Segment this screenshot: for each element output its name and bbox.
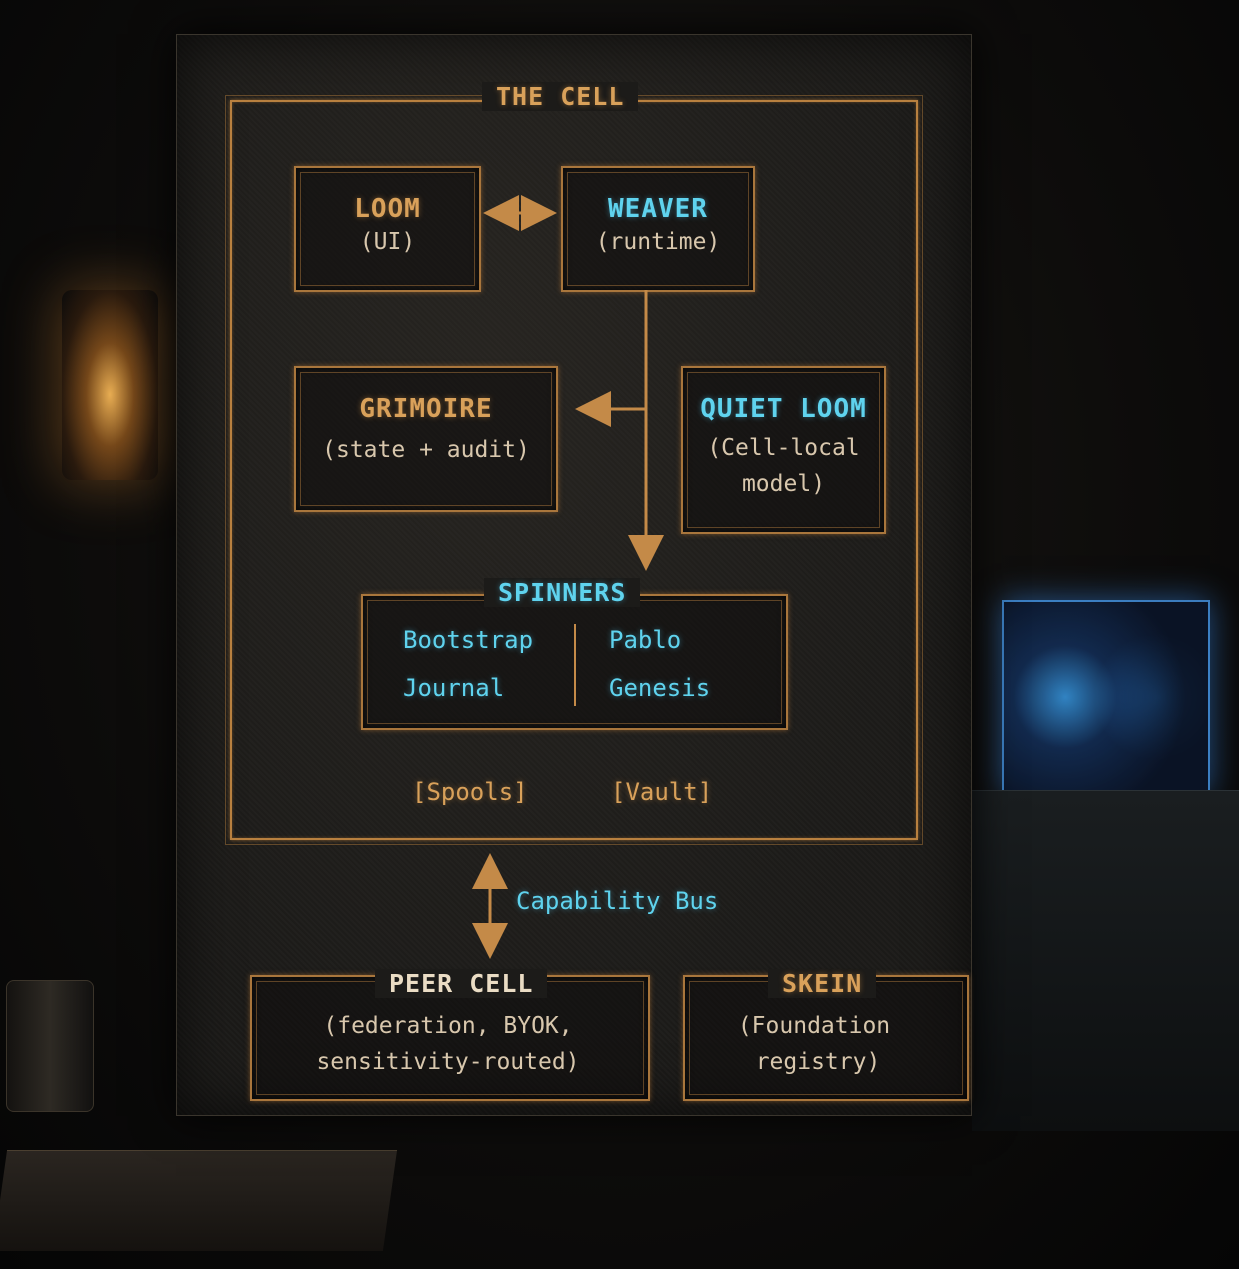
connectors xyxy=(0,0,1239,1269)
scene: THE CELL LOOM (UI) WEAVER (runtime) GRIM… xyxy=(0,0,1239,1269)
